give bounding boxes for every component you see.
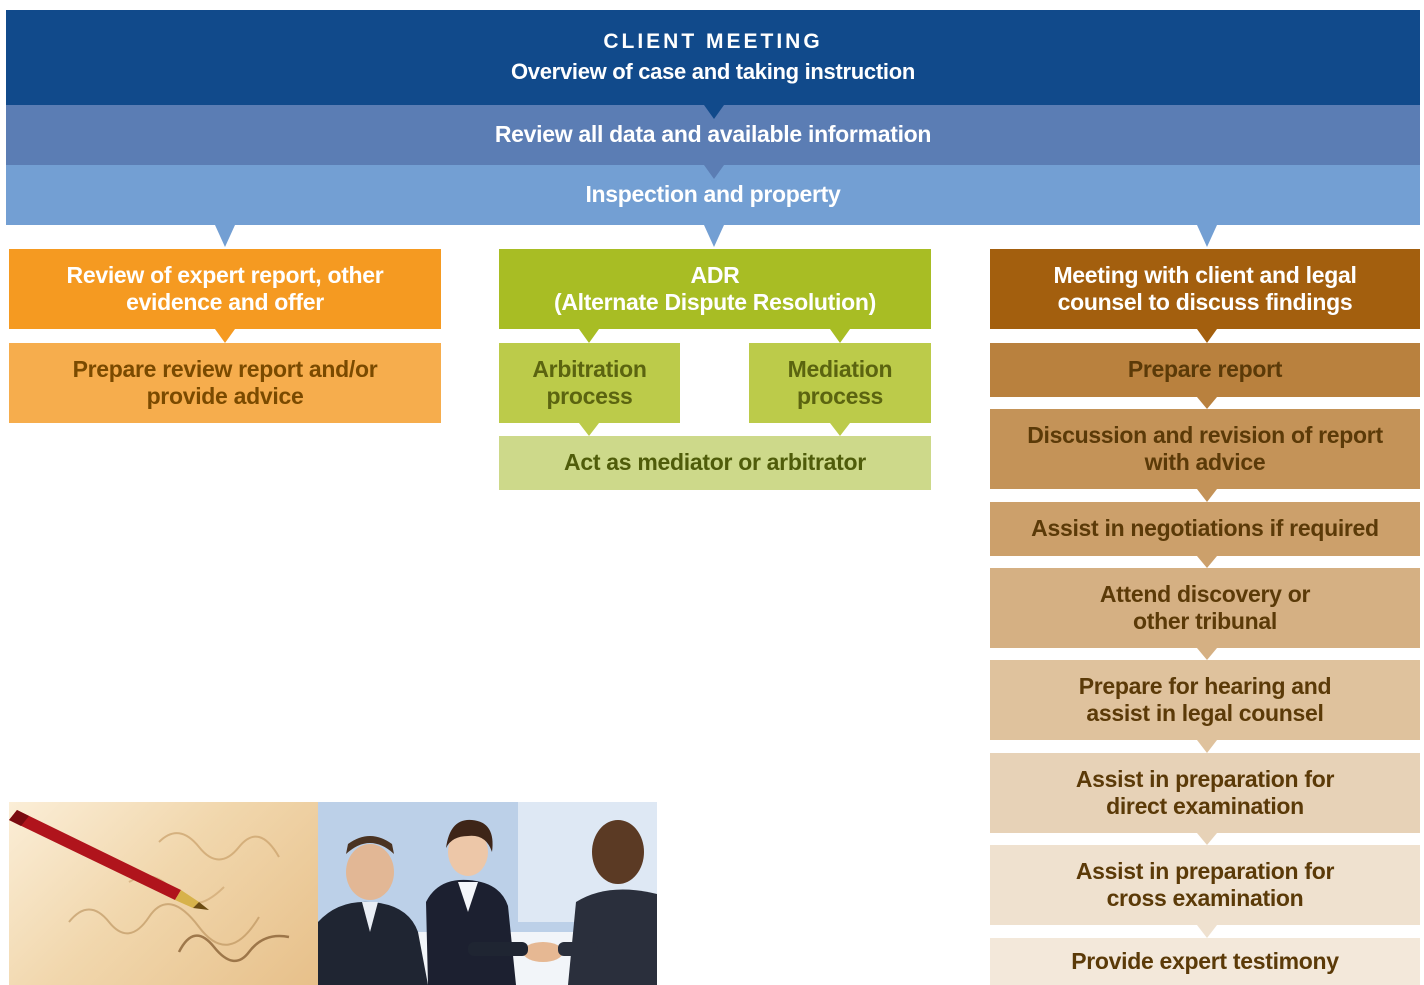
pen-signature-photo	[9, 802, 318, 985]
arrow-r7-r8	[1197, 833, 1217, 845]
arrow-r2-r3	[1197, 397, 1217, 409]
arrow-inspection-to-middle	[704, 225, 724, 247]
business-meeting-photo	[318, 802, 657, 985]
client-meeting-title: CLIENT MEETING	[603, 30, 823, 54]
arrow-r6-r7	[1197, 740, 1217, 753]
arbitration-line1: Arbitration	[532, 355, 647, 382]
expert-testimony-label: Provide expert testimony	[1071, 947, 1339, 974]
meeting-client-counsel-line2: counsel to discuss findings	[1057, 289, 1353, 315]
act-as-mediator-box: Act as mediator or arbitrator	[499, 436, 931, 490]
prepare-hearing-line1: Prepare for hearing and	[1078, 672, 1332, 699]
mediation-line2: process	[796, 383, 884, 409]
attend-discovery-line1: Attend discovery or	[1099, 580, 1311, 607]
cross-examination-line1: Assist in preparation for	[1075, 857, 1335, 884]
assist-negotiations-label: Assist in negotiations if required	[1031, 515, 1379, 542]
arrow-inspection-to-right	[1197, 225, 1217, 247]
arrow-client-to-review	[704, 105, 724, 119]
meeting-client-counsel-box: Meeting with client and legal counsel to…	[990, 249, 1420, 329]
discussion-revision-line1: Discussion and revision of report	[1027, 421, 1383, 448]
adr-box: ADR (Alternate Dispute Resolution)	[499, 249, 931, 329]
cross-examination-line2: cross examination	[1106, 885, 1304, 911]
arrow-inspection-to-left	[215, 225, 235, 247]
review-data-label: Review all data and available informatio…	[494, 121, 932, 148]
prepare-review-report-line2: provide advice	[146, 383, 304, 409]
prepare-review-report-box: Prepare review report and/or provide adv…	[9, 343, 441, 423]
direct-examination-box: Assist in preparation for direct examina…	[990, 753, 1420, 833]
prepare-hearing-box: Prepare for hearing and assist in legal …	[990, 660, 1420, 740]
arrow-r5-r6	[1197, 648, 1217, 660]
arrow-mediation-to-act	[830, 423, 850, 436]
arbitration-process-box: Arbitration process	[499, 343, 680, 423]
pen-illustration	[9, 810, 290, 962]
arrow-r4-r5	[1197, 556, 1217, 568]
direct-examination-line1: Assist in preparation for	[1075, 765, 1335, 792]
prepare-hearing-line2: assist in legal counsel	[1086, 700, 1324, 726]
inspection-label: Inspection and property	[585, 181, 841, 208]
inspection-band: Inspection and property	[6, 165, 1420, 225]
act-as-mediator-label: Act as mediator or arbitrator	[564, 449, 866, 476]
cross-examination-box: Assist in preparation for cross examinat…	[990, 845, 1420, 925]
prepare-report-box: Prepare report	[990, 343, 1420, 397]
prepare-review-report-line1: Prepare review report and/or	[72, 355, 378, 382]
discussion-revision-box: Discussion and revision of report with a…	[990, 409, 1420, 489]
direct-examination-line2: direct examination	[1106, 793, 1304, 819]
expert-report-review-box: Review of expert report, other evidence …	[9, 249, 441, 329]
client-meeting-subtitle: Overview of case and taking instruction	[511, 58, 915, 84]
meeting-client-counsel-line1: Meeting with client and legal	[1053, 261, 1357, 288]
expert-report-review-line1: Review of expert report, other	[66, 261, 384, 288]
expert-report-review-line2: evidence and offer	[126, 289, 324, 315]
arrow-r8-r9	[1197, 925, 1217, 938]
arrow-left1-to-left2	[215, 329, 235, 343]
arrow-adr-to-mediation	[830, 329, 850, 343]
arrow-adr-to-arbitration	[579, 329, 599, 343]
arrow-arbitration-to-act	[579, 423, 599, 436]
discussion-revision-line2: with advice	[1144, 449, 1266, 475]
attend-discovery-line2: other tribunal	[1132, 608, 1278, 634]
attend-discovery-box: Attend discovery or other tribunal	[990, 568, 1420, 648]
client-meeting-band: CLIENT MEETING Overview of case and taki…	[6, 10, 1420, 105]
prepare-report-label: Prepare report	[1127, 356, 1283, 383]
mediation-process-box: Mediation process	[749, 343, 931, 423]
assist-negotiations-box: Assist in negotiations if required	[990, 502, 1420, 556]
arrow-r1-r2	[1197, 329, 1217, 343]
adr-line1: ADR	[690, 261, 740, 288]
arbitration-line2: process	[546, 383, 633, 409]
expert-testimony-box: Provide expert testimony	[990, 938, 1420, 985]
arrow-review-to-inspection	[704, 165, 724, 179]
meeting-illustration	[318, 802, 657, 985]
mediation-line1: Mediation	[787, 355, 893, 382]
adr-line2: (Alternate Dispute Resolution)	[554, 289, 876, 315]
arrow-r3-r4	[1197, 489, 1217, 502]
